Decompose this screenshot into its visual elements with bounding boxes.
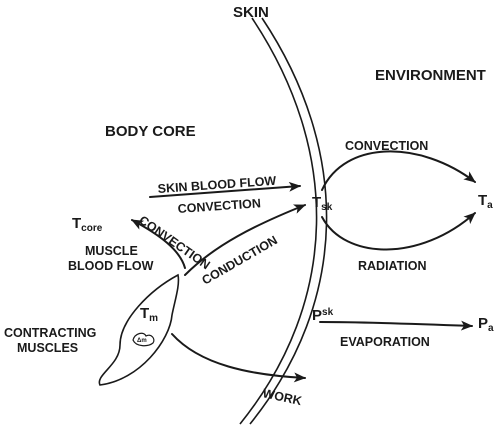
t-m-symbol: Tm — [140, 305, 158, 324]
p-sk-symbol: Psk — [312, 307, 334, 324]
radiation-arrow — [321, 212, 476, 251]
contracting-muscle-shape — [98, 273, 180, 386]
p-a-symbol: Pa — [478, 315, 494, 334]
skin-blood-flow-arrow — [149, 181, 301, 198]
muscle-blood-flow-label: BLOOD FLOW — [68, 259, 154, 273]
contracting-muscles-label: CONTRACTING — [4, 326, 96, 340]
evaporation-arrow — [319, 320, 473, 331]
work-label: WORK — [261, 386, 303, 408]
muscle-glyph: Δm — [137, 338, 147, 344]
contracting-muscles-label: MUSCLES — [17, 341, 78, 355]
evaporation-label: EVAPORATION — [340, 335, 430, 349]
muscle-blood-flow-arrow — [131, 219, 186, 269]
convection-skin-label: CONVECTION — [177, 196, 261, 216]
conduction-arrow — [184, 204, 306, 276]
convection-env-arrow — [321, 150, 476, 191]
muscle-blood-flow-label: MUSCLE — [85, 244, 138, 258]
radiation-label: RADIATION — [358, 259, 427, 273]
t-sk-symbol: Tsk — [312, 194, 333, 213]
convection-env-label: CONVECTION — [345, 139, 428, 153]
body-core-label: BODY CORE — [105, 123, 196, 140]
work-arrow — [171, 333, 306, 383]
t-a-symbol: Ta — [478, 192, 493, 211]
t-core-symbol: Tcore — [72, 215, 103, 234]
skin-label: SKIN — [233, 4, 269, 21]
skin-boundary — [239, 17, 328, 425]
environment-label: ENVIRONMENT — [375, 67, 486, 84]
